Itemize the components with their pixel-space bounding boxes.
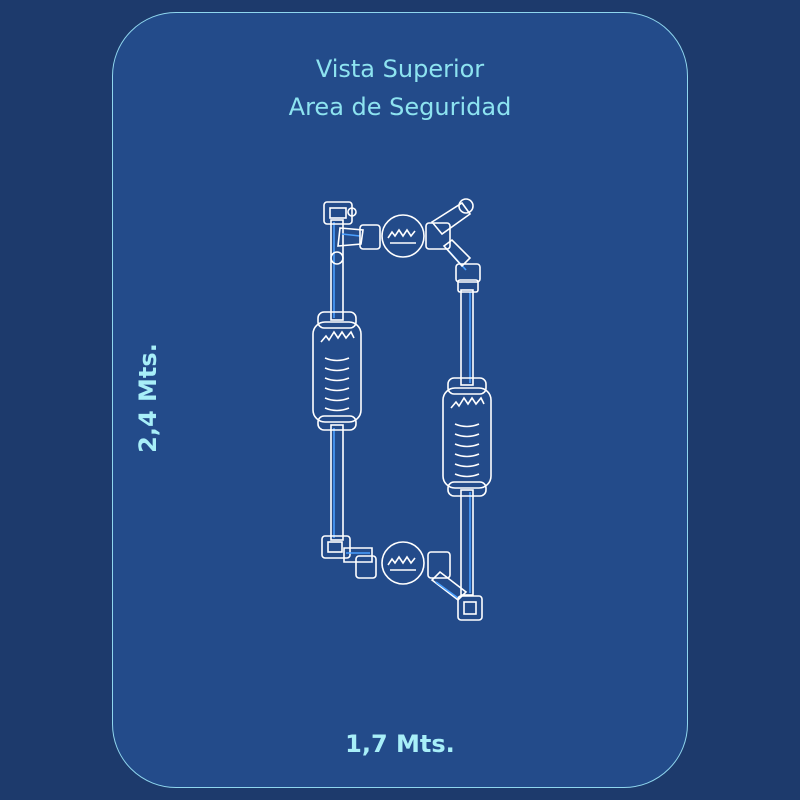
- height-dimension-label: 2,4 Mts.: [134, 343, 162, 453]
- safety-area-panel: [112, 12, 688, 788]
- swivel-joint-icon: [323, 198, 481, 293]
- diagram-title: Vista Superior: [315, 55, 485, 83]
- punching-bag-icon: [312, 311, 362, 431]
- swivel-joint-icon: [321, 535, 483, 621]
- right-bar: [460, 289, 474, 596]
- left-bar: [330, 219, 344, 541]
- punching-bag-icon: [442, 377, 492, 497]
- diagram-subtitle: Area de Seguridad: [288, 93, 512, 121]
- width-dimension-label: 1,7 Mts.: [345, 730, 455, 758]
